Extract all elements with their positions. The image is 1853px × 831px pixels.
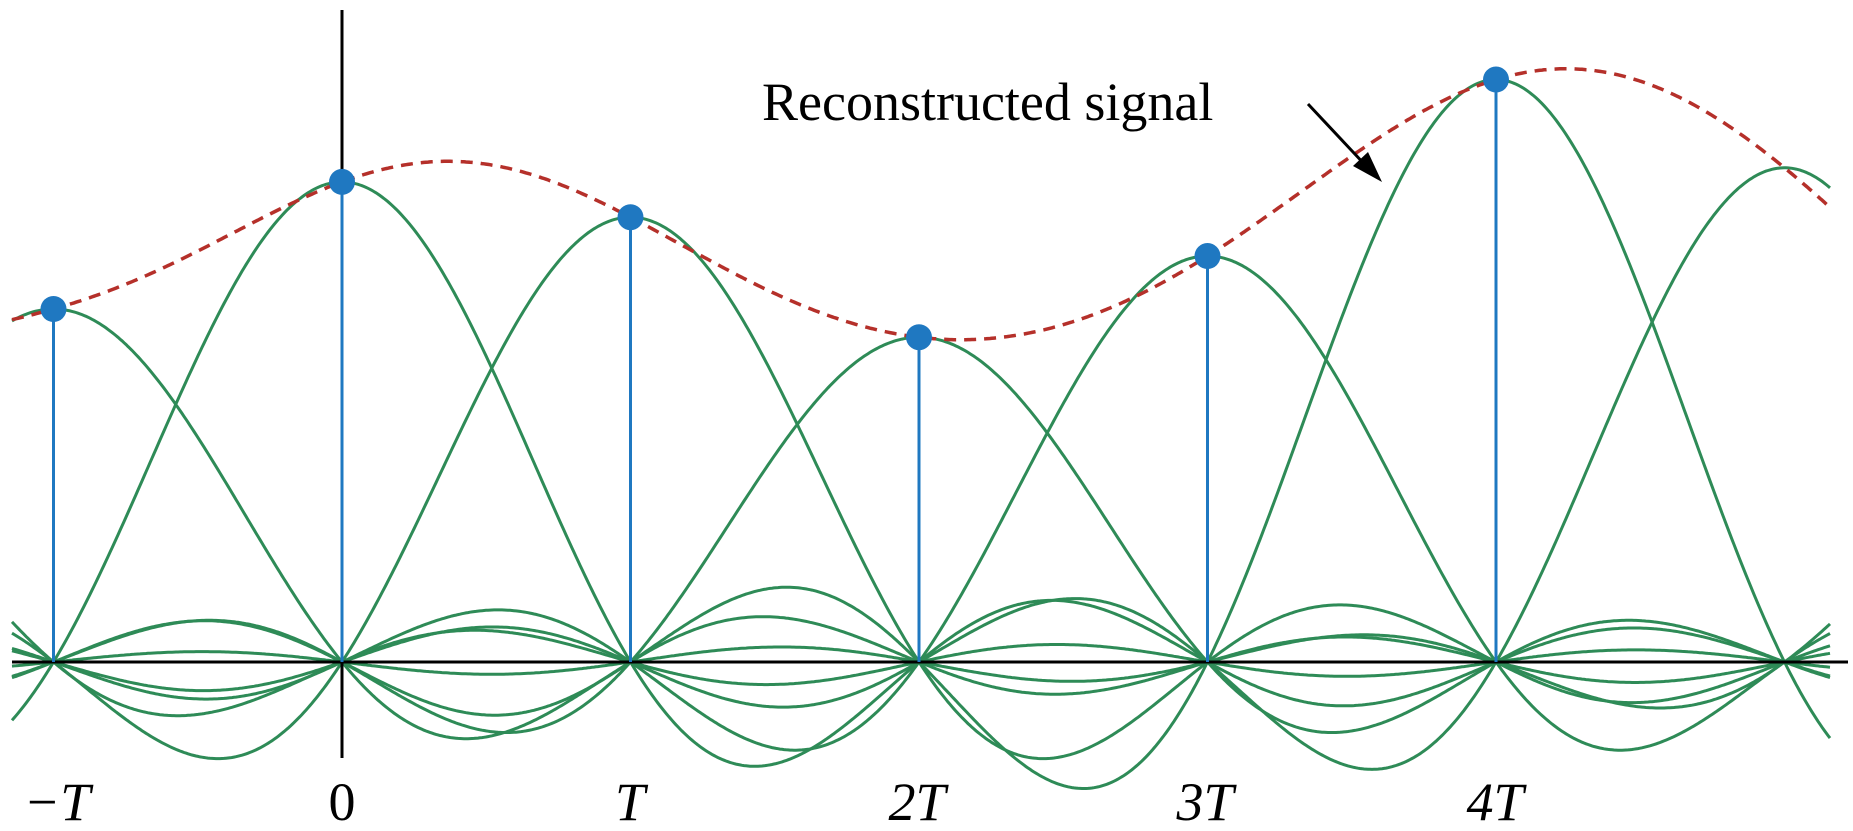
reconstructed-signal-layer (11, 67, 1832, 342)
sample-point-2 (617, 204, 644, 231)
reconstructed-signal-annotation: Reconstructed signal (762, 72, 1213, 132)
tick-label-4T: 4T (1466, 772, 1527, 831)
sinc-curves (10, 78, 1832, 790)
sinc-curve-0 (11, 307, 1831, 741)
tick-label-T: T (615, 772, 649, 831)
annotation-arrow (1306, 102, 1382, 182)
sample-stems (40, 66, 1509, 662)
reconstructed-signal-curve (11, 67, 1832, 342)
tick-label-2T: 2T (888, 772, 949, 831)
sinc-curve-5 (11, 78, 1832, 790)
tick-label-minus-T: −T (24, 772, 94, 831)
tick-labels: −T 0 T 2T 3T 4T (24, 772, 1528, 831)
sample-point-0 (40, 296, 67, 322)
sinc-curve-6 (11, 166, 1831, 771)
sample-point-4 (1194, 243, 1221, 270)
tick-label-3T: 3T (1175, 772, 1237, 831)
tick-label-0: 0 (329, 772, 356, 831)
sample-point-1 (329, 168, 355, 195)
sample-point-3 (906, 324, 932, 351)
sample-point-5 (1483, 66, 1509, 93)
sinc-curve-2 (11, 215, 1831, 761)
